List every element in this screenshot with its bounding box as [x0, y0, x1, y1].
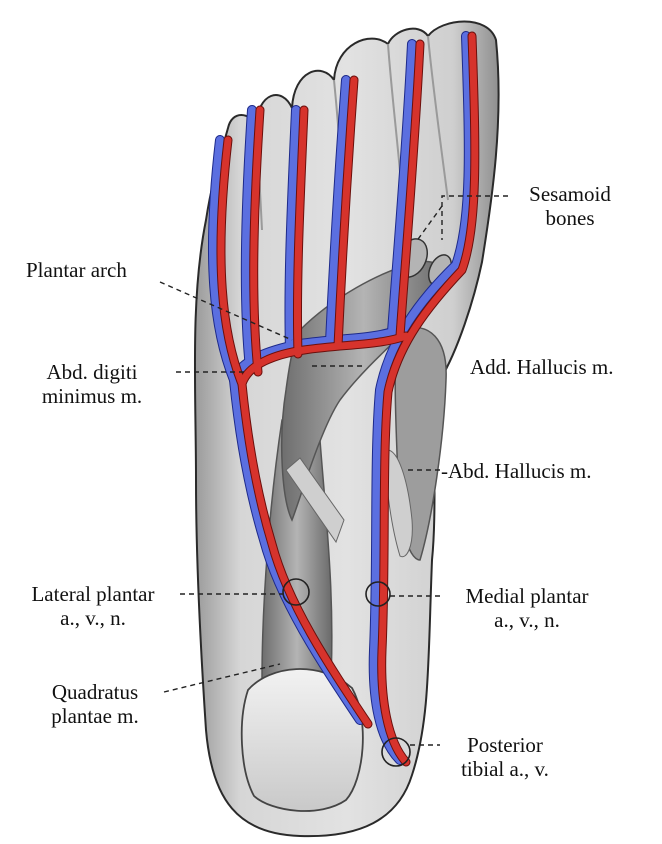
label-medial-plantar-line2: a., v., n. — [442, 608, 612, 632]
label-sesamoid-line2: bones — [510, 206, 630, 230]
label-quadratus-plantae: Quadratus plantae m. — [30, 680, 160, 728]
label-add-hallucis: Add. Hallucis m. — [470, 355, 613, 379]
label-plantar-arch: Plantar arch — [26, 258, 127, 282]
label-abd-digiti-line1: Abd. digiti — [12, 360, 172, 384]
label-lateral-plantar-line1: Lateral plantar — [8, 582, 178, 606]
label-sesamoid-bones: Sesamoid bones — [510, 182, 630, 230]
label-lateral-plantar: Lateral plantar a., v., n. — [8, 582, 178, 630]
label-sesamoid-line1: Sesamoid — [510, 182, 630, 206]
label-medial-plantar: Medial plantar a., v., n. — [442, 584, 612, 632]
label-medial-plantar-line1: Medial plantar — [442, 584, 612, 608]
label-posterior-tibial-line1: Posterior — [440, 733, 570, 757]
label-posterior-tibial: Posterior tibial a., v. — [440, 733, 570, 781]
label-posterior-tibial-line2: tibial a., v. — [440, 757, 570, 781]
label-quadratus-line2: plantae m. — [30, 704, 160, 728]
label-abd-digiti-minimus: Abd. digiti minimus m. — [12, 360, 172, 408]
label-abd-digiti-line2: minimus m. — [12, 384, 172, 408]
label-lateral-plantar-line2: a., v., n. — [8, 606, 178, 630]
label-abd-hallucis: -Abd. Hallucis m. — [441, 459, 591, 483]
label-quadratus-line1: Quadratus — [30, 680, 160, 704]
